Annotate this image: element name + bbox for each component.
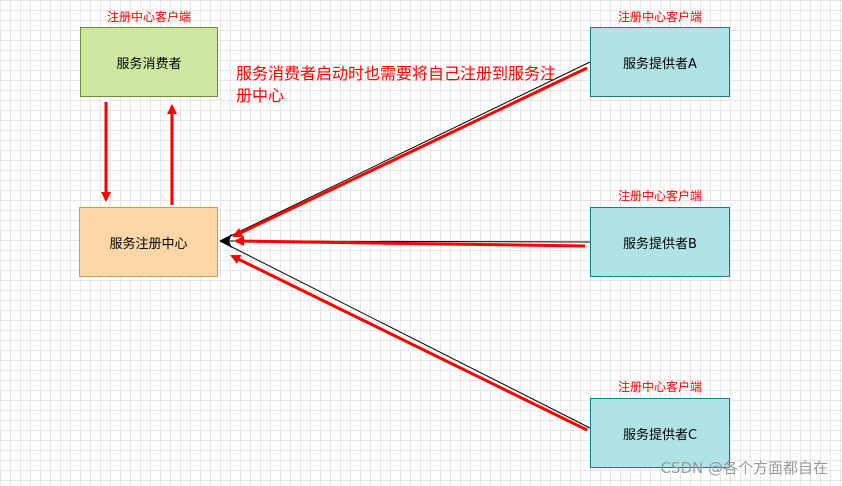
registry-node[interactable]: 服务注册中心 [79, 207, 218, 277]
connector-provider-c [219, 240, 591, 429]
consumer-client-tag: 注册中心客户端 [106, 10, 191, 24]
provider-b-register-arrow [234, 236, 586, 248]
provider-c-node[interactable]: 服务提供者C [590, 398, 730, 468]
provider-a-node[interactable]: 服务提供者A [590, 27, 730, 97]
connector-provider-a [219, 61, 591, 242]
provider-a-register-arrow [232, 66, 588, 238]
provider-c-register-arrow [230, 254, 588, 432]
registry-arrowhead-icon [220, 234, 232, 248]
csdn-watermark: CSDN @各个方面都自在 [660, 459, 828, 477]
consumer-node-label: 服务消费者 [116, 56, 182, 72]
consumer-node[interactable]: 服务消费者 [80, 27, 218, 97]
provider-b-label: 服务提供者B [623, 236, 697, 252]
provider-c-label: 服务提供者C [622, 427, 698, 443]
provider-a-label: 服务提供者A [623, 56, 697, 72]
provider-a-client-tag: 注册中心客户端 [617, 10, 702, 24]
consumer-register-note: 服务消费者启动时也需要将自己注册到服务注册中心 [236, 64, 557, 105]
provider-c-client-tag: 注册中心客户端 [617, 380, 702, 394]
registry-node-label: 服务注册中心 [109, 236, 188, 252]
provider-b-node[interactable]: 服务提供者B [590, 207, 730, 277]
provider-b-client-tag: 注册中心客户端 [617, 189, 702, 203]
